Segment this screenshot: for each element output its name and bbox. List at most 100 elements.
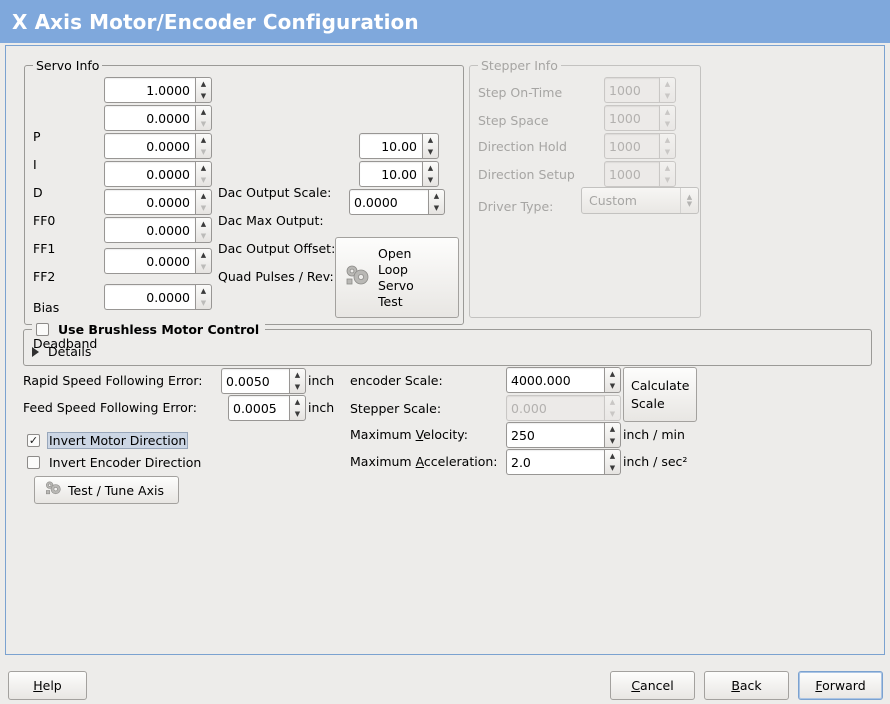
spin-ff0-buttons[interactable] (195, 161, 212, 187)
spin-i[interactable]: 0.0000 (104, 105, 212, 131)
spin-down-icon[interactable] (660, 118, 675, 130)
spin-up-icon[interactable] (196, 106, 211, 118)
spin-down-icon[interactable] (196, 118, 211, 130)
spin-direction-setup-value[interactable]: 1000 (604, 161, 659, 187)
spin-down-icon[interactable] (660, 90, 675, 102)
spin-down-icon[interactable] (196, 146, 211, 158)
spin-up-icon[interactable] (605, 450, 620, 462)
spin-up-icon[interactable] (660, 78, 675, 90)
spin-direction-setup[interactable]: 1000 (604, 161, 676, 187)
spin-down-icon[interactable] (660, 146, 675, 158)
spin-step-space-buttons[interactable] (659, 105, 676, 131)
spin-maximum-velocity-buttons[interactable] (604, 422, 621, 448)
spin-up-icon[interactable] (605, 368, 620, 380)
spin-down-icon[interactable] (605, 408, 620, 420)
spin-bias-value[interactable]: 0.0000 (104, 248, 195, 274)
spin-i-buttons[interactable] (195, 105, 212, 131)
spin-feed-buttons[interactable] (289, 395, 306, 421)
spin-dac-output-scale-value[interactable]: 10.00 (359, 133, 422, 159)
spin-encoder-scale-value[interactable]: 4000.000 (506, 367, 604, 393)
spin-down-icon[interactable] (196, 202, 211, 214)
spin-down-icon[interactable] (196, 261, 211, 273)
spin-down-icon[interactable] (429, 202, 444, 214)
spin-step-on-time-buttons[interactable] (659, 77, 676, 103)
spin-up-icon[interactable] (290, 396, 305, 408)
spin-ff1-buttons[interactable] (195, 189, 212, 215)
checkbox-box[interactable] (27, 456, 40, 469)
spin-up-icon[interactable] (660, 106, 675, 118)
spin-down-icon[interactable] (423, 146, 438, 158)
spin-maximum-velocity-value[interactable]: 250 (506, 422, 604, 448)
spin-rapid-speed-following-error[interactable]: 0.0050 (221, 368, 306, 394)
spin-down-icon[interactable] (605, 435, 620, 447)
test-tune-axis-button[interactable]: Test / Tune Axis (34, 476, 179, 504)
spin-ff2[interactable]: 0.0000 (104, 217, 212, 243)
spin-up-icon[interactable] (196, 285, 211, 297)
spin-up-icon[interactable] (423, 134, 438, 146)
spin-up-icon[interactable] (660, 162, 675, 174)
spin-i-value[interactable]: 0.0000 (104, 105, 195, 131)
spin-down-icon[interactable] (196, 297, 211, 309)
cancel-button[interactable]: Cancel (610, 671, 695, 700)
spin-down-icon[interactable] (290, 408, 305, 420)
spin-dac-max-output[interactable]: 10.00 (359, 161, 439, 187)
spin-step-space-value[interactable]: 1000 (604, 105, 659, 131)
spin-bias[interactable]: 0.0000 (104, 248, 212, 274)
spin-down-icon[interactable] (196, 230, 211, 242)
spin-ff0-value[interactable]: 0.0000 (104, 161, 195, 187)
spin-stepper-scale-value[interactable]: 0.000 (506, 395, 604, 421)
spin-ff2-value[interactable]: 0.0000 (104, 217, 195, 243)
spin-up-icon[interactable] (660, 134, 675, 146)
spin-down-icon[interactable] (660, 174, 675, 186)
checkbox-box[interactable] (27, 434, 40, 447)
spin-encoder-scale[interactable]: 4000.000 (506, 367, 621, 393)
spin-dac-output-offset-buttons[interactable] (428, 189, 445, 215)
help-button[interactable]: Help (8, 671, 87, 700)
spin-feed-speed-following-error[interactable]: 0.0005 (228, 395, 306, 421)
spin-down-icon[interactable] (605, 380, 620, 392)
spin-up-icon[interactable] (196, 218, 211, 230)
spin-bias-buttons[interactable] (195, 248, 212, 274)
spin-deadband[interactable]: 0.0000 (104, 284, 212, 310)
spin-d-buttons[interactable] (195, 133, 212, 159)
spin-down-icon[interactable] (423, 174, 438, 186)
invert-encoder-direction-checkbox[interactable]: Invert Encoder Direction (27, 454, 203, 471)
spin-ff1-value[interactable]: 0.0000 (104, 189, 195, 215)
spin-step-space[interactable]: 1000 (604, 105, 676, 131)
spin-stepper-scale[interactable]: 0.000 (506, 395, 621, 421)
spin-encoder-scale-buttons[interactable] (604, 367, 621, 393)
spin-up-icon[interactable] (290, 369, 305, 381)
spin-down-icon[interactable] (605, 462, 620, 474)
spin-down-icon[interactable] (196, 90, 211, 102)
spin-p[interactable]: 1.0000 (104, 77, 212, 103)
forward-button[interactable]: Forward (798, 671, 883, 700)
spin-rapid-buttons[interactable] (289, 368, 306, 394)
spin-ff2-buttons[interactable] (195, 217, 212, 243)
open-loop-servo-test-button[interactable]: Open Loop Servo Test (335, 237, 459, 318)
spin-ff0[interactable]: 0.0000 (104, 161, 212, 187)
spin-dac-max-output-buttons[interactable] (422, 161, 439, 187)
spin-p-value[interactable]: 1.0000 (104, 77, 195, 103)
spin-maximum-acceleration-value[interactable]: 2.0 (506, 449, 604, 475)
spin-dac-output-scale[interactable]: 10.00 (359, 133, 439, 159)
spin-ff1[interactable]: 0.0000 (104, 189, 212, 215)
spin-dac-output-offset-value[interactable]: 0.0000 (349, 189, 428, 215)
spin-dac-max-output-value[interactable]: 10.00 (359, 161, 422, 187)
checkbox-box[interactable] (36, 323, 49, 336)
spin-up-icon[interactable] (605, 396, 620, 408)
spin-maximum-acceleration[interactable]: 2.0 (506, 449, 621, 475)
spin-up-icon[interactable] (196, 190, 211, 202)
spin-maximum-acceleration-buttons[interactable] (604, 449, 621, 475)
spin-direction-hold-value[interactable]: 1000 (604, 133, 659, 159)
spin-direction-hold-buttons[interactable] (659, 133, 676, 159)
spin-d[interactable]: 0.0000 (104, 133, 212, 159)
spin-p-buttons[interactable] (195, 77, 212, 103)
spin-up-icon[interactable] (196, 249, 211, 261)
chevron-right-icon[interactable] (32, 346, 39, 357)
use-brushless-motor-control-checkbox[interactable]: Use Brushless Motor Control (32, 321, 266, 338)
spin-feed-value[interactable]: 0.0005 (228, 395, 289, 421)
spin-up-icon[interactable] (196, 134, 211, 146)
spin-step-on-time[interactable]: 1000 (604, 77, 676, 103)
back-button[interactable]: Back (704, 671, 789, 700)
spin-maximum-velocity[interactable]: 250 (506, 422, 621, 448)
